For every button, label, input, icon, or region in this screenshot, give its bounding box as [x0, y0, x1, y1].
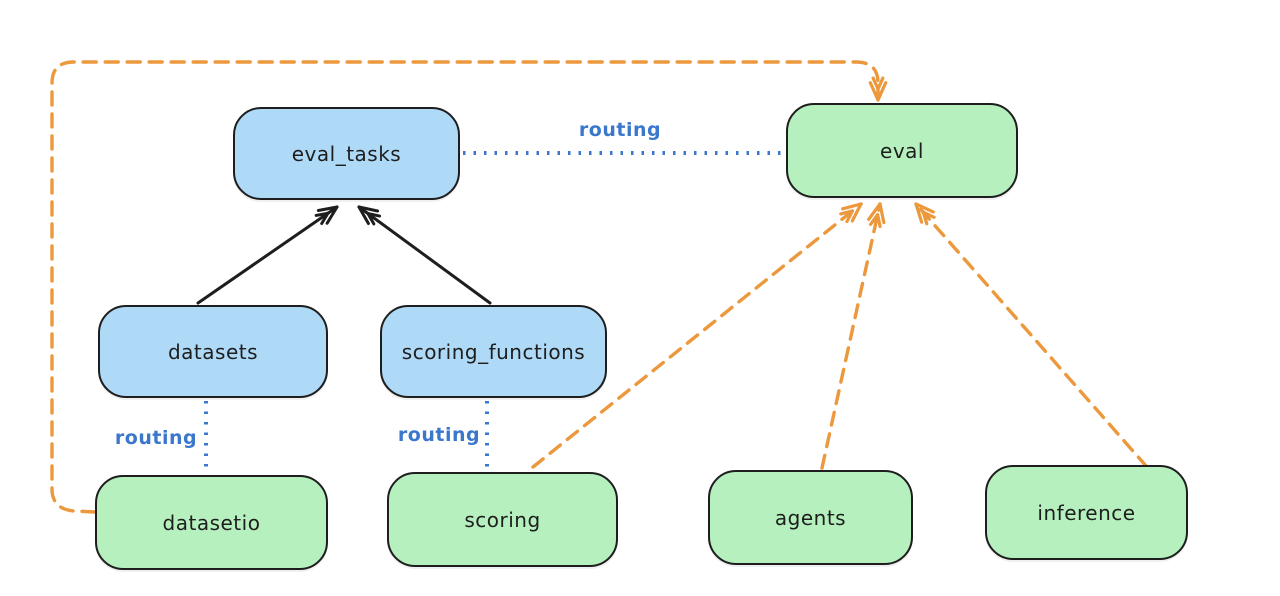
edge-scoring_functions-to-eval_tasks — [357, 205, 492, 305]
node-label: eval — [880, 138, 924, 163]
node-label: scoring_functions — [401, 339, 586, 364]
node-label: datasets — [167, 339, 259, 364]
node-label: agents — [774, 505, 847, 530]
node-label: eval_tasks — [291, 141, 402, 166]
node-label: datasetio — [162, 510, 261, 535]
node-datasets: datasets — [98, 305, 328, 398]
node-eval: eval — [786, 103, 1018, 198]
node-label: scoring — [464, 507, 541, 532]
node-datasetio: datasetio — [95, 475, 328, 570]
node-scoring: scoring — [387, 472, 618, 567]
edge-datasets-to-eval_tasks — [196, 205, 339, 305]
node-agents: agents — [708, 470, 913, 565]
edge-inference-to-eval — [914, 202, 1149, 469]
node-scoring_functions: scoring_functions — [380, 305, 607, 398]
node-label: inference — [1037, 500, 1136, 525]
node-eval_tasks: eval_tasks — [233, 107, 460, 200]
edge-agents-to-eval — [820, 202, 886, 470]
routing-label: routing — [397, 424, 481, 446]
routing-label: routing — [114, 427, 198, 449]
node-inference: inference — [985, 465, 1188, 560]
routing-label: routing — [578, 119, 662, 141]
